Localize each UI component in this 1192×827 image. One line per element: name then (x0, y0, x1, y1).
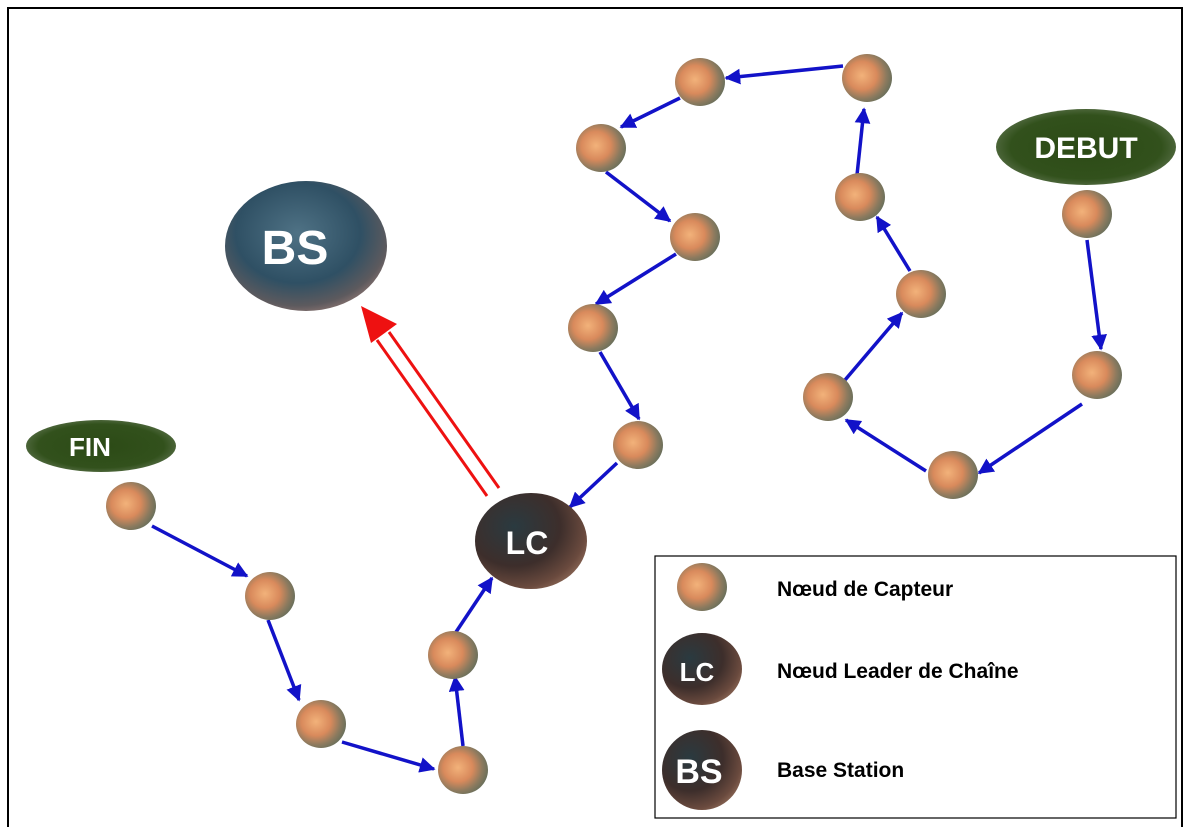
sensor-node (835, 173, 885, 221)
chain-arrow (854, 107, 871, 176)
sensor-nodes (106, 54, 1122, 794)
uplink-arrow (361, 306, 501, 497)
chain-leader-node: LC (475, 493, 587, 589)
legend-item-sensor: Nœud de Capteur (677, 563, 953, 611)
sensor-node (613, 421, 663, 469)
chain-arrow (843, 311, 904, 382)
chain-arrow (594, 252, 677, 306)
chain-arrows (151, 64, 1108, 773)
chain-arrow (454, 576, 494, 633)
chain-arrow (724, 64, 844, 85)
chain-arrow (568, 461, 619, 509)
sensor-node (675, 58, 725, 106)
sensor-node (428, 631, 478, 679)
chain-arrow (619, 96, 681, 129)
sensor-node (803, 373, 853, 421)
end-node: FIN (26, 420, 176, 472)
chain-arrow (977, 402, 1083, 475)
legend-leader-label: Nœud Leader de Chaîne (777, 660, 1019, 683)
legend-sensor-icon (677, 563, 727, 611)
chain-arrow (341, 740, 436, 773)
sensor-node (245, 572, 295, 620)
sensor-node (842, 54, 892, 102)
legend-leader-icon-text: LC (680, 657, 715, 687)
legend-bs-icon (662, 730, 742, 810)
legend-item-leader: LC Nœud Leader de Chaîne (662, 633, 1019, 705)
sensor-node (928, 451, 978, 499)
start-node: DEBUT (996, 109, 1176, 185)
sensor-node (670, 213, 720, 261)
sensor-node (1062, 190, 1112, 238)
start-label: DEBUT (1034, 132, 1137, 165)
legend: Nœud de Capteur LC Nœud Leader de Chaîne… (654, 555, 1177, 819)
sensor-node (896, 270, 946, 318)
legend-sensor-label: Nœud de Capteur (777, 578, 953, 601)
chain-arrow (598, 351, 641, 421)
chain-arrow (844, 418, 927, 473)
base-station-node: BS (225, 181, 387, 311)
legend-item-bs: BS Base Station (662, 730, 904, 810)
chain-arrow (1085, 239, 1108, 351)
chain-arrow (151, 524, 249, 578)
sensor-node (438, 746, 488, 794)
lc-label: LC (506, 525, 549, 561)
legend-bs-label: Base Station (777, 759, 904, 782)
legend-bs-icon-text: BS (675, 753, 722, 791)
sensor-node (576, 124, 626, 172)
end-label: FIN (69, 432, 111, 462)
bs-label: BS (262, 222, 329, 275)
chain-arrow (875, 215, 912, 272)
sensor-node (568, 304, 618, 352)
sensor-node (296, 700, 346, 748)
sensor-node (1072, 351, 1122, 399)
chain-arrow (604, 170, 672, 223)
legend-leader-icon (662, 633, 742, 705)
sensor-node (106, 482, 156, 530)
chain-arrow (448, 675, 465, 747)
chain-arrow (266, 619, 302, 702)
